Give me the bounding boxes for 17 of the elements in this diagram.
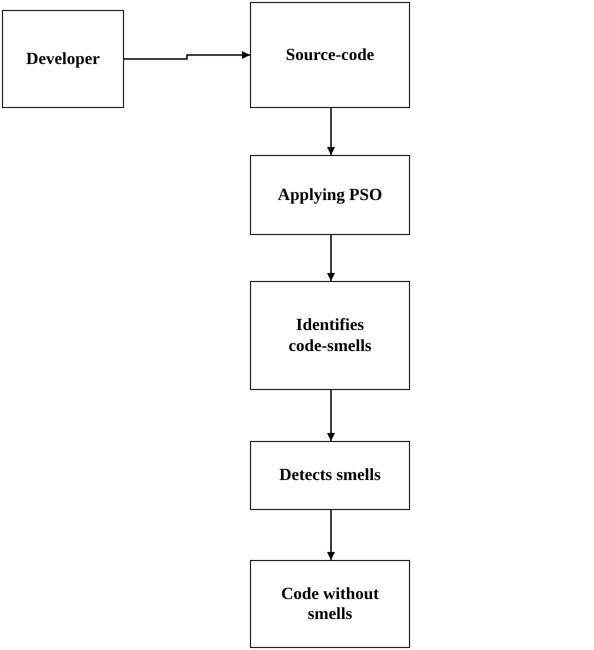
box-label: Identifies code-smells <box>287 315 373 356</box>
arrow <box>327 390 335 441</box>
box-label: Detects smells <box>279 465 381 486</box>
process-box <box>2 10 124 108</box>
arrow <box>327 510 335 560</box>
process-box <box>250 155 410 235</box>
box-label: Source-code <box>286 44 374 66</box>
process-box <box>250 281 410 390</box>
box-label: Code without smells <box>280 584 380 624</box>
arrow <box>327 108 335 155</box>
process-box <box>250 560 410 648</box>
arrow <box>327 235 335 281</box>
process-box <box>250 2 410 108</box>
process-box <box>250 441 410 510</box>
arrow <box>124 51 250 60</box>
box-label: Developer <box>26 48 100 70</box>
box-label: Applying PSO <box>278 184 382 206</box>
